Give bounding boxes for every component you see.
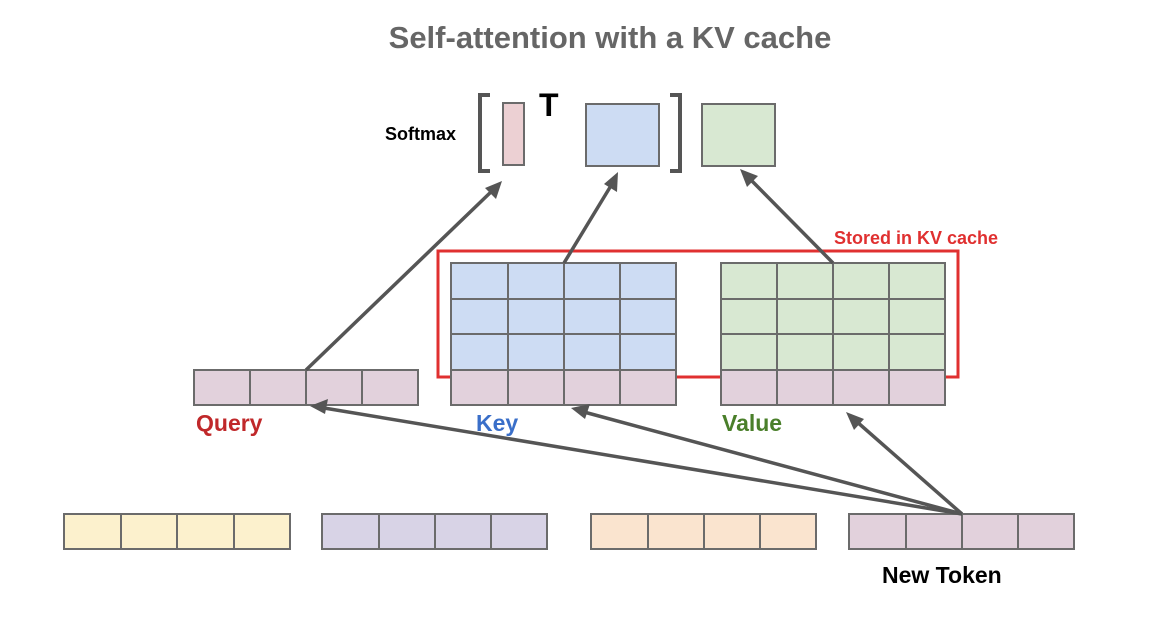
projection-arrows [310,399,964,516]
attention-arrows [304,169,835,372]
key-cache-rows [450,262,677,371]
right-bracket [670,93,682,173]
softmax-key-matrix [585,103,660,167]
key-label: Key [476,410,518,436]
kv-cache-box [436,249,960,379]
transpose-label: T [539,87,559,123]
value-label: Value [722,410,782,436]
new-token-label: New Token [882,562,1002,588]
token-2 [321,513,548,550]
value-new-row [720,369,946,406]
key-new-row [450,369,677,406]
new-token [848,513,1075,550]
softmax-query-vector [502,102,525,166]
kv-cache-label: Stored in KV cache [834,228,998,248]
softmax-value-matrix [701,103,776,167]
token-3 [590,513,817,550]
token-1 [63,513,291,550]
softmax-label: Softmax [385,124,456,144]
query-label: Query [196,410,263,436]
key-matrix [450,262,677,406]
value-matrix [720,262,946,406]
value-cache-rows [720,262,946,371]
left-bracket [478,93,490,173]
diagram-title: Self-attention with a KV cache [389,20,832,55]
query-vector [193,369,419,406]
